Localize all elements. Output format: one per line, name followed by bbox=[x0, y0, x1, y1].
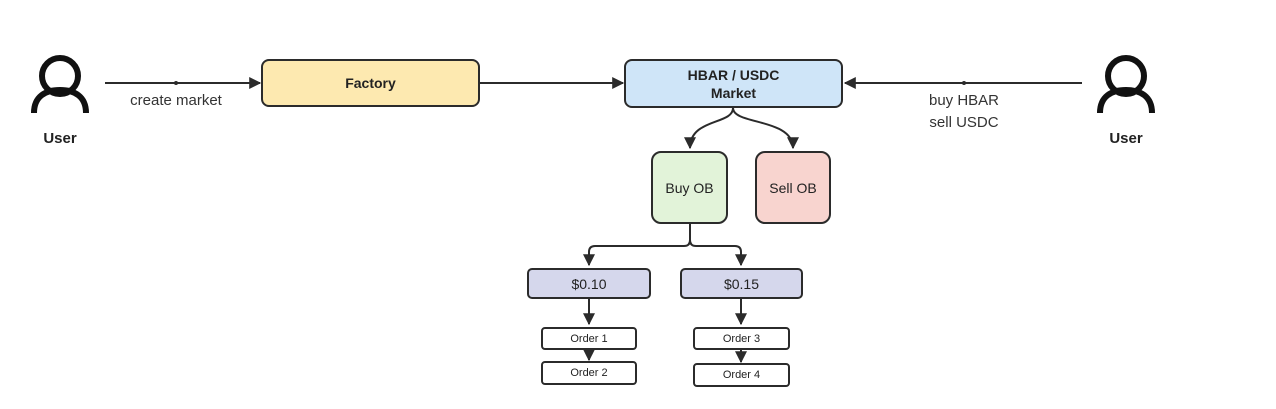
sell-ob-label: Sell OB bbox=[769, 179, 817, 196]
factory-label: Factory bbox=[345, 75, 396, 91]
edge-label-buy-hbar: buy HBAR bbox=[928, 92, 1000, 109]
edge-label-sell-usdc: sell USDC bbox=[929, 114, 999, 131]
buy-ob-node: Buy OB bbox=[651, 151, 728, 224]
edge-buy-ob-to-price-1 bbox=[583, 224, 691, 267]
factory-node: Factory bbox=[261, 59, 480, 107]
price-level-label: $0.15 bbox=[723, 275, 760, 292]
edge-market-to-sell-ob bbox=[732, 107, 799, 150]
order-node: Order 4 bbox=[693, 363, 790, 387]
user-label-right: User bbox=[1109, 130, 1143, 147]
market-node: HBAR / USDC Market bbox=[624, 59, 843, 108]
market-label-pair: HBAR / USDC bbox=[687, 66, 780, 83]
order-node: Order 3 bbox=[693, 327, 790, 350]
edge-label-create-market: create market bbox=[130, 92, 222, 109]
order-label: Order 2 bbox=[570, 367, 608, 379]
edge-market-to-buy-ob bbox=[684, 107, 734, 150]
user-icon bbox=[31, 55, 89, 114]
market-label-type: Market bbox=[710, 84, 757, 101]
order-label: Order 1 bbox=[570, 332, 608, 345]
buy-ob-label: Buy OB bbox=[665, 179, 714, 196]
order-label: Order 4 bbox=[722, 369, 761, 381]
order-node: Order 2 bbox=[541, 361, 637, 385]
edge-label-trade: buy HBAR sell USDC bbox=[904, 90, 1024, 134]
order-node: Order 1 bbox=[541, 327, 637, 350]
user-icon bbox=[1097, 55, 1155, 114]
sell-ob-node: Sell OB bbox=[755, 151, 831, 224]
price-level-node: $0.10 bbox=[527, 268, 651, 299]
order-label: Order 3 bbox=[722, 332, 761, 345]
user-label-left: User bbox=[43, 130, 77, 147]
price-level-node: $0.15 bbox=[680, 268, 803, 299]
edge-buy-ob-to-price-2 bbox=[689, 224, 747, 267]
price-level-label: $0.10 bbox=[571, 275, 607, 292]
